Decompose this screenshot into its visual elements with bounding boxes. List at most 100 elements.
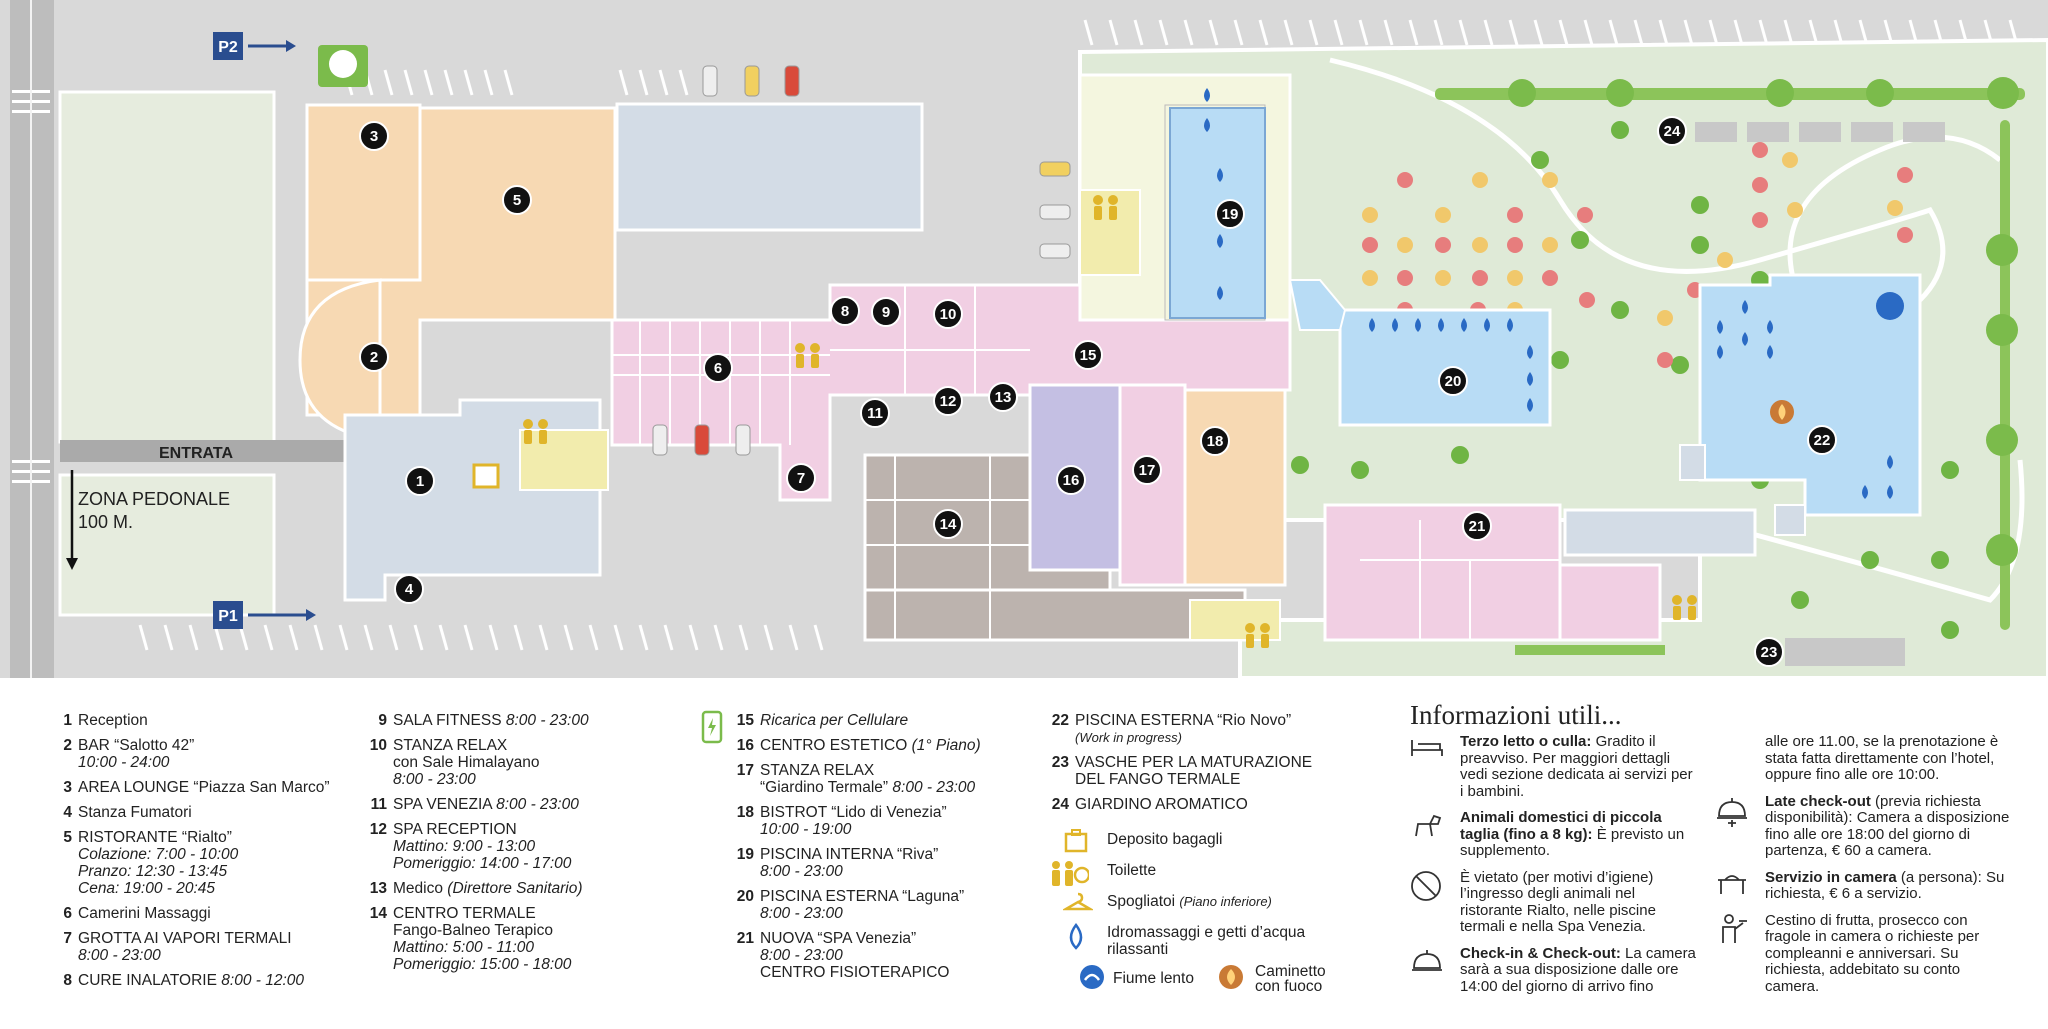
map-marker-1 (405, 466, 435, 496)
pedestrian-zone-label: ZONA PEDONALE (78, 489, 230, 509)
map-marker-label: 23 (1761, 644, 1778, 661)
info-item: alle ore 11.00, se la prenotazione è sta… (1765, 733, 1999, 783)
legend-symbol-luggage: Deposito bagagli (1045, 829, 1375, 853)
map-marker-6 (703, 353, 733, 383)
map-marker-label: 8 (841, 303, 849, 320)
map-marker-17 (1132, 455, 1162, 485)
pool-rio-novo (1698, 273, 1922, 517)
room-service-icon (1718, 874, 1746, 894)
map-marker-8 (830, 296, 860, 326)
new-spa (1323, 503, 1562, 642)
map-marker-label: 5 (513, 192, 521, 209)
info-title: Informazioni utili... (1410, 700, 1622, 730)
resort-map: ENTRATA ZONA PEDONALE 100 M. (0, 0, 2048, 678)
luggage-icon (1064, 829, 1088, 853)
pool-laguna (1338, 308, 1552, 427)
map-marker-7 (786, 463, 816, 493)
map-marker-label: 7 (797, 470, 805, 487)
map-marker-label: 21 (1469, 518, 1486, 535)
map-marker-23 (1754, 637, 1784, 667)
lawn-left (58, 90, 276, 444)
water-drop-icon (1069, 922, 1083, 950)
luggage-map-icon (472, 463, 500, 489)
map-marker-label: 2 (370, 349, 378, 366)
map-marker-label: 15 (1080, 347, 1097, 364)
fire-legend-icon (1219, 965, 1243, 989)
dog-icon (1415, 814, 1442, 837)
map-marker-21 (1462, 511, 1492, 541)
map-marker-18 (1200, 426, 1230, 456)
map-marker-12 (933, 386, 963, 416)
map-marker-11 (860, 398, 890, 428)
map-marker-label: 24 (1664, 123, 1681, 140)
map-marker-16 (1056, 465, 1086, 495)
bed-icon (1411, 740, 1443, 756)
legend-symbol-toilet: Toilette (1045, 861, 1375, 886)
map-marker-label: 18 (1207, 433, 1224, 450)
info-item: Check-in & Check-out: La camera sarà a s… (1412, 945, 1698, 996)
map-marker-10 (933, 299, 963, 329)
map-marker-9 (871, 297, 901, 327)
map-marker-5 (502, 185, 532, 215)
parking-p2: P2 (213, 32, 296, 60)
waiter-icon (1722, 913, 1747, 943)
map-marker-label: 16 (1063, 472, 1080, 489)
map-marker-19 (1215, 199, 1245, 229)
slow-river-legend-icon (1080, 965, 1104, 989)
map-marker-label: 19 (1222, 206, 1239, 223)
info-item: Late check-out (previa richiesta disponi… (1717, 793, 2010, 860)
map-marker-label: 12 (940, 393, 957, 410)
info-item: Animali domestici di piccola taglia (fin… (1415, 809, 1698, 860)
map-marker-13 (988, 382, 1018, 412)
map-marker-label: 3 (370, 128, 378, 145)
map-marker-2 (359, 342, 389, 372)
map-marker-label: 17 (1139, 462, 1156, 479)
phone-charging-icon (701, 710, 723, 744)
relax-garden (1118, 383, 1187, 587)
no-dog-icon (1411, 870, 1441, 901)
map-marker-15 (1073, 340, 1103, 370)
map-marker-20 (1438, 366, 1468, 396)
map-marker-label: 20 (1445, 373, 1462, 390)
parking-p1: P1 (213, 601, 316, 629)
info-col-2: alle ore 11.00, se la prenotazione è sta… (1717, 733, 2010, 1005)
entrance-label: ENTRATA (159, 445, 234, 462)
slow-river-icon (1876, 292, 1904, 320)
map-marker-3 (359, 121, 389, 151)
map-marker-label: 11 (867, 405, 883, 422)
map-marker-4 (394, 574, 424, 604)
parking-roof (615, 102, 924, 232)
toilet-icon (1052, 861, 1089, 886)
map-marker-label: 4 (405, 581, 414, 598)
info-item: Cestino di frutta, prosecco con fragole … (1722, 912, 2010, 996)
info-item: Terzo letto o culla: Gradito il preavvis… (1411, 733, 1698, 800)
late-checkout-icon (1717, 797, 1747, 827)
map-marker-14 (933, 509, 963, 539)
hanger-icon (1063, 892, 1093, 911)
map-marker-label: 14 (940, 516, 957, 533)
map-marker-24 (1657, 116, 1687, 146)
